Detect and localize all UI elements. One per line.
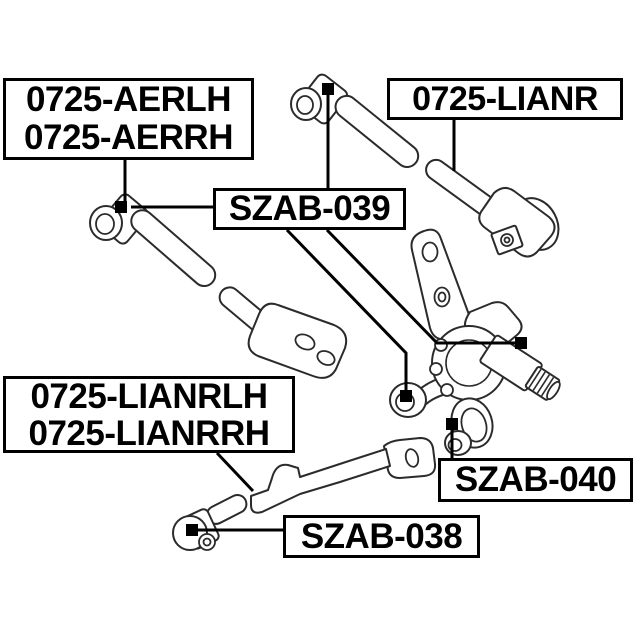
label-box-lianrlh: 0725-LIANRLH 0725-LIANRRH <box>3 376 295 453</box>
rod-a-clevis-hole-1 <box>294 333 316 351</box>
marker-knuckle-lower-ear-bushing <box>446 418 458 430</box>
knuckle-upper-arm <box>410 228 472 341</box>
label-box-szab038: SZAB-038 <box>283 515 480 558</box>
label-box-szab040: SZAB-040 <box>438 458 633 502</box>
label-aer-line2: 0725-AERRH <box>24 118 233 157</box>
marker-arm-d-bushing <box>186 524 198 536</box>
rod-a-bushing-inner-ring <box>95 213 115 235</box>
label-box-aer: 0725-AERLH 0725-AERRH <box>3 78 254 160</box>
spindle-tip <box>546 380 561 401</box>
arm-d-front-bushing-inner <box>447 438 463 452</box>
rod-b-clevis-nut <box>490 224 524 256</box>
label-box-szab039: SZAB-039 <box>213 188 406 230</box>
marker-rod-b-bushing <box>322 83 334 95</box>
connector-lianrlh-label-to-arm <box>215 451 255 493</box>
label-lianrlh-line2: 0725-LIANRRH <box>28 413 271 453</box>
label-lianr: 0725-LIANR <box>412 79 598 118</box>
label-lianrlh-line1: 0725-LIANRLH <box>30 376 268 416</box>
knuckle-hub-bump-3 <box>440 383 454 397</box>
lateral-rod-rear-drawing <box>89 193 348 379</box>
label-szab040: SZAB-040 <box>454 460 617 499</box>
marker-rod-a-bushing <box>115 201 127 213</box>
knuckle-spindle <box>479 334 561 401</box>
connector-szab039-to-knuckle-upper-boss <box>325 228 516 345</box>
knuckle-hub-bump-2 <box>429 362 443 376</box>
marker-knuckle-arm-bushing <box>400 390 412 402</box>
label-aer-line1: 0725-AERLH <box>25 80 232 119</box>
upper-rod-drawing <box>290 73 560 258</box>
label-szab039: SZAB-039 <box>228 189 391 228</box>
knuckle-upper-arm-hole-1 <box>421 241 439 263</box>
rod-b-tube-1 <box>334 94 420 169</box>
arm-d-end-bracket-hole <box>404 448 420 468</box>
rod-b-bushing-inner-ring <box>296 95 314 115</box>
marker-knuckle-upper-boss <box>515 337 527 349</box>
rod-a-tube-1 <box>130 209 217 288</box>
knuckle-lower-ear-hole <box>460 407 488 443</box>
arm-d-body <box>250 448 391 514</box>
label-box-lianr: 0725-LIANR <box>387 78 623 120</box>
label-szab038: SZAB-038 <box>300 516 463 556</box>
knuckle-drawing <box>389 228 561 449</box>
rod-a-clevis-hole-2 <box>316 350 336 366</box>
callout-connectors <box>115 83 527 536</box>
connector-szab039-to-knuckle-arm-bushing <box>285 228 408 391</box>
rod-b-clevis-bracket <box>478 187 556 258</box>
